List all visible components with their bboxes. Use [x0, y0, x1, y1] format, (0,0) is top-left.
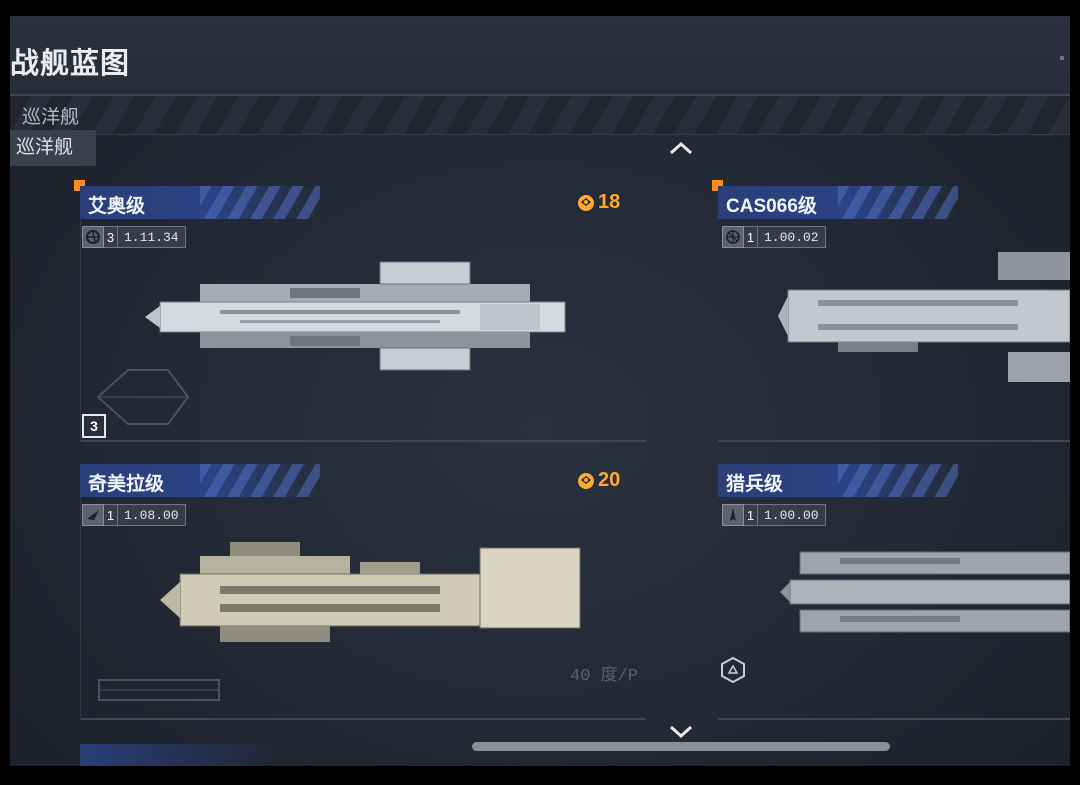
ship-name: 艾奥级 — [88, 196, 146, 217]
blueprint-speed-label: 40 度/P — [570, 667, 639, 686]
blueprint-schematic — [96, 369, 190, 425]
blueprint-baseline — [80, 440, 646, 442]
ship-name: 猎兵级 — [726, 474, 784, 495]
ship-stat-row: 1 1.00.00 — [722, 504, 826, 526]
blueprint-baseline — [80, 718, 646, 720]
ship-version: 1.08.00 — [118, 504, 186, 526]
blueprint-frame-line — [80, 486, 81, 720]
game-screen: 战舰蓝图 巡洋舰 巡洋舰 艾奥级 3 1.11.34 18 3 — [10, 16, 1070, 766]
ship-name-banner[interactable]: 奇美拉级 — [80, 464, 320, 497]
selected-marker — [712, 180, 723, 191]
blueprint-schematic — [98, 679, 220, 701]
resource-coin-icon — [578, 472, 594, 489]
ship-level: 1 — [744, 504, 758, 526]
hexagon-info-icon[interactable] — [720, 656, 746, 684]
category-tab-label: 巡洋舰 — [22, 107, 80, 128]
ship-model-aio[interactable] — [140, 254, 570, 384]
ship-cost: 18 — [576, 191, 620, 214]
subtab-cruiser[interactable]: 巡洋舰 — [10, 130, 96, 166]
blueprint-baseline — [718, 440, 1070, 442]
ship-name: CAS066级 — [726, 196, 817, 217]
category-tab-strip[interactable]: 巡洋舰 — [10, 96, 1070, 135]
ship-cost-value: 20 — [598, 469, 621, 491]
ship-stat-row: 1 1.00.02 — [722, 226, 826, 248]
faction-globe-icon — [82, 226, 104, 248]
banner-stripes — [838, 464, 958, 497]
ship-level: 1 — [104, 504, 118, 526]
ship-stat-row: 1 1.08.00 — [82, 504, 186, 526]
grid-globe-icon — [722, 226, 744, 248]
next-ship-banner-peek — [80, 744, 280, 766]
ship-silhouette-icon — [722, 504, 744, 526]
ship-version: 1.00.00 — [758, 504, 826, 526]
banner-stripes — [838, 186, 958, 219]
page-title: 战舰蓝图 — [10, 48, 131, 80]
ship-level: 1 — [744, 226, 758, 248]
horizontal-scrollbar[interactable] — [472, 742, 890, 751]
ship-stat-row: 3 1.11.34 — [82, 226, 186, 248]
ship-cost-value: 18 — [598, 191, 621, 213]
banner-stripes — [200, 186, 320, 219]
scroll-down-icon[interactable] — [668, 722, 694, 742]
tier-badge: 3 — [82, 414, 106, 438]
ship-version: 1.11.34 — [118, 226, 186, 248]
header-bar: 战舰蓝图 — [10, 16, 1070, 96]
ship-version: 1.00.02 — [758, 226, 826, 248]
blueprint-frame-line — [80, 206, 81, 442]
selected-marker — [74, 180, 85, 191]
ship-cost: 20 — [576, 469, 620, 492]
ship-model-chimera[interactable] — [160, 534, 590, 646]
ship-name: 奇美拉级 — [88, 474, 165, 495]
ship-name-banner[interactable]: CAS066级 — [718, 186, 958, 219]
blueprint-baseline — [718, 718, 1070, 720]
ship-name-banner[interactable]: 艾奥级 — [80, 186, 320, 219]
banner-stripes — [200, 464, 320, 497]
ship-name-banner[interactable]: 猎兵级 — [718, 464, 958, 497]
header-corner-mark — [1060, 56, 1064, 60]
wing-emblem-icon — [82, 504, 104, 526]
scroll-up-icon[interactable] — [668, 138, 694, 158]
ship-model-cas066[interactable] — [778, 252, 1070, 387]
ship-level: 3 — [104, 226, 118, 248]
resource-coin-icon — [578, 194, 594, 211]
ship-model-hunter[interactable] — [780, 544, 1070, 640]
